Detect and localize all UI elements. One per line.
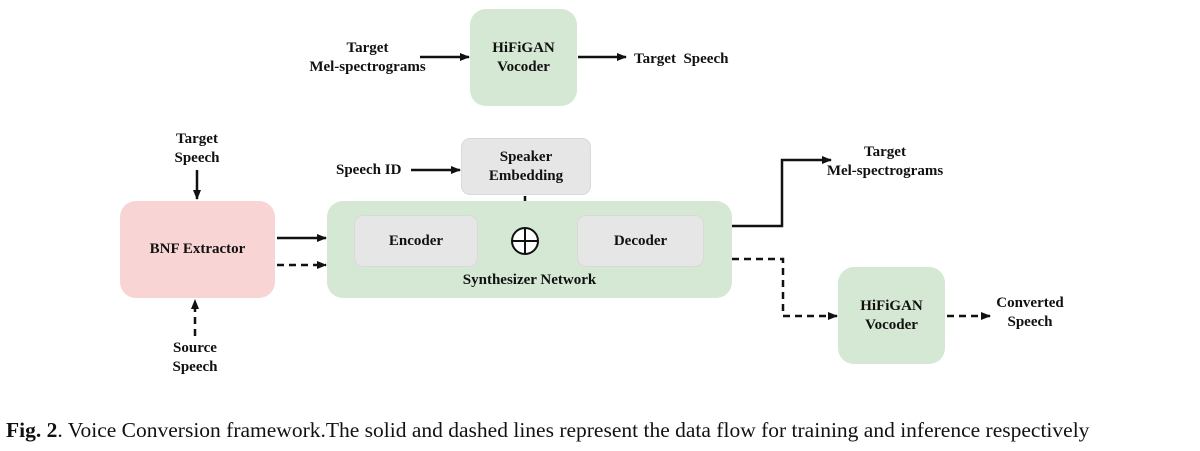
arrow-synth-to-bottom-vocoder — [732, 257, 838, 320]
bnf-bottom-input-line1: Source — [173, 340, 217, 356]
figure-caption: Fig. 2. Voice Conversion framework.The s… — [6, 418, 1089, 443]
bottom-vocoder-line2: Vocoder — [865, 316, 918, 333]
top-input-label: Target Mel-spectrograms — [309, 39, 425, 77]
bnf-extractor-block: BNF Extractor — [120, 201, 275, 298]
bnf-bottom-input-line2: Speech — [172, 359, 218, 375]
target-mel-output-label: Target Mel-spectrograms — [827, 143, 943, 181]
voice-conversion-diagram: Target Mel-spectrograms HiFiGAN Vocoder … — [120, 9, 1070, 377]
bnf-top-input-label: Target Speech — [165, 130, 229, 168]
synthesizer-network-title: Synthesizer Network — [462, 272, 597, 288]
top-vocoder-line1: HiFiGAN — [492, 39, 555, 56]
converted-speech-label: Converted Speech — [990, 294, 1070, 332]
top-hifigan-vocoder-block: HiFiGAN Vocoder — [470, 9, 577, 106]
bnf-top-input-line2: Speech — [174, 150, 220, 166]
speaker-embedding-block: Speaker Embedding — [461, 138, 591, 195]
encoder-block: Encoder — [354, 215, 478, 267]
target-mel-output-line1: Target — [864, 144, 906, 160]
converted-speech-line1: Converted — [996, 295, 1064, 311]
speaker-embedding-line2: Embedding — [488, 167, 564, 184]
decoder-block: Decoder — [577, 215, 704, 267]
arrow-synth-to-target-mel — [732, 156, 832, 228]
top-output-label: Target Speech — [634, 51, 729, 67]
converted-speech-line2: Speech — [1007, 314, 1053, 330]
caption-text: . Voice Conversion framework.The solid a… — [57, 418, 1090, 442]
bnf-top-input-line1: Target — [176, 131, 218, 147]
bnf-bottom-input-label: Source Speech — [163, 339, 227, 377]
adder-icon — [511, 227, 539, 255]
top-input-label-line2: Mel-spectrograms — [309, 59, 426, 75]
bottom-hifigan-vocoder-block: HiFiGAN Vocoder — [838, 267, 945, 364]
bottom-vocoder-line1: HiFiGAN — [860, 297, 923, 314]
figure-number: Fig. 2 — [6, 418, 58, 442]
speaker-embedding-line1: Speaker — [499, 148, 553, 165]
top-input-label-line1: Target — [346, 40, 389, 56]
arrows-layer — [191, 53, 991, 336]
target-mel-output-line2: Mel-spectrograms — [826, 163, 944, 179]
top-vocoder-line2: Vocoder — [497, 58, 550, 75]
speech-id-label: Speech ID — [336, 162, 402, 178]
